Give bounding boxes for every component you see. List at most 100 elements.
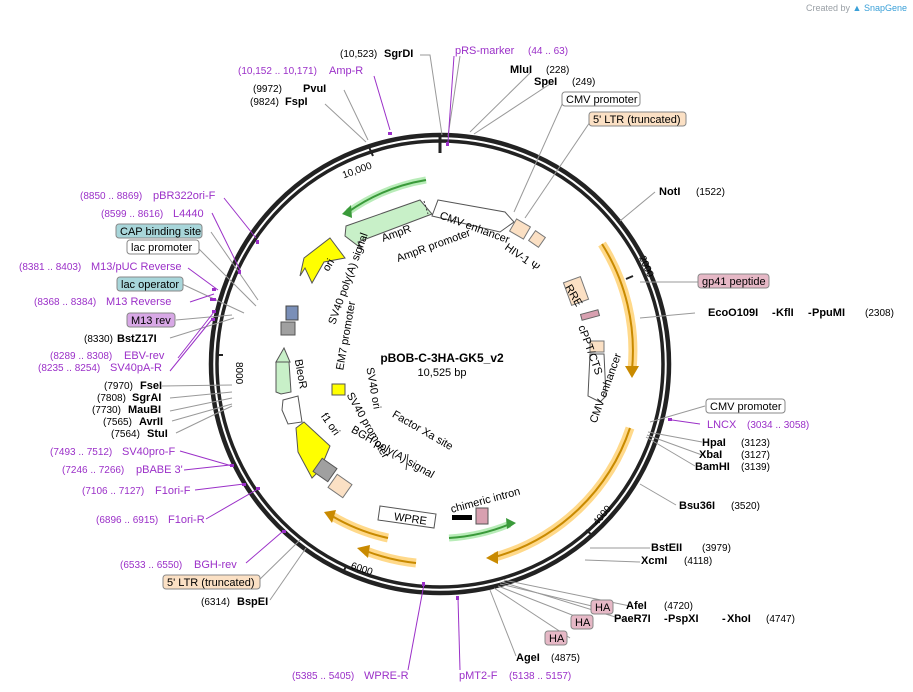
primer-pos-pbabe3: (7246 .. 7266) — [62, 465, 124, 476]
primer-pos-m13-reverse: (8368 .. 8384) — [34, 297, 96, 308]
gray-box-1 — [280, 321, 296, 336]
site-pos-avrii: (7565) — [103, 417, 132, 428]
site-name-pvui: PvuI — [303, 83, 326, 95]
label-ori: ori — [321, 257, 338, 274]
site-name-hpai: HpaI — [702, 437, 726, 449]
boxed-labels: CMV promoter 5' LTR (truncated) gp41 pep… — [115, 91, 786, 646]
box-cmv-promoter-top — [561, 91, 641, 107]
snapgene-logo: ▲ — [852, 3, 862, 13]
primer-marks — [210, 132, 672, 600]
primer-pos-f1ori-f: (7106 .. 7127) — [82, 486, 144, 497]
ring-feature-arrows — [324, 176, 639, 568]
ltr-box — [508, 218, 532, 240]
primer-name-prs-marker: pRS-marker — [455, 45, 515, 57]
gray-box-2 — [312, 457, 338, 483]
label-wpre: WPRE — [393, 511, 427, 527]
primer-pos-amp-r: (10,152 .. 10,171) — [238, 66, 317, 77]
box-label-cap-binding: CAP binding site — [120, 226, 201, 238]
site-pos-fsei: (7970) — [104, 381, 133, 392]
box-label-gp41: gp41 peptide — [702, 276, 766, 288]
site-pos-afei: (4720) — [664, 601, 693, 612]
svg-text:-: - — [772, 307, 776, 319]
site-name-bsteii: BstEII — [651, 542, 682, 554]
bleor-arrow — [275, 361, 292, 395]
site-pos-ppumi: (2308) — [865, 308, 894, 319]
site-pos-bspei: (6314) — [201, 597, 230, 608]
ampr-arrow — [344, 199, 433, 250]
tick-10000 — [368, 146, 374, 157]
box-5ltr-bottom — [162, 574, 261, 590]
site-name-maubi: MauBI — [128, 404, 161, 416]
site-name-pspxi: PspXI — [668, 613, 699, 625]
tick-2000 — [625, 275, 634, 280]
enzyme-labels: (10,523) SgrDI MluI (228) SpeI (249) (99… — [84, 48, 894, 664]
primer-name-sv40pa-r: SV40pA-R — [110, 362, 162, 374]
sv40-promoter-arrow — [281, 395, 303, 425]
tick-label-8000: 8000 — [233, 362, 244, 385]
site-name-xcmi: XcmI — [641, 555, 667, 567]
site-name-sgrdi: SgrDI — [384, 48, 413, 60]
site-pos-maubi: (7730) — [92, 405, 121, 416]
box-label-lac-promoter: lac promoter — [131, 242, 192, 254]
box-lac-operator — [116, 276, 184, 292]
site-pos-bstz17i: (8330) — [84, 334, 113, 345]
rre-box — [562, 276, 590, 306]
inner-features — [275, 199, 607, 529]
box-ha-3 — [544, 630, 568, 646]
primer-pos-pbr322ori-f: (8850 .. 8869) — [80, 191, 142, 202]
label-factor-xa: Factor Xa site — [390, 409, 455, 453]
site-name-bspei: BspEI — [237, 596, 268, 608]
site-pos-xbai: (3127) — [741, 450, 770, 461]
site-pos-bsu36i: (3520) — [731, 501, 760, 512]
site-pos-xcmi: (4118) — [684, 556, 712, 567]
site-name-ecoo109i: EcoO109I — [708, 307, 758, 319]
plasmid-name: pBOB-C-3HA-GK5_v2 — [380, 351, 504, 365]
credit-prefix: Created by — [805, 3, 850, 13]
lac-box — [285, 305, 299, 321]
ori-arrow — [299, 237, 346, 285]
site-name-avrii: AvrII — [139, 416, 163, 428]
site-name-ppumi: PpuMI — [812, 307, 845, 319]
primer-name-l4440: L4440 — [173, 208, 204, 220]
ltr-box-2 — [327, 473, 353, 499]
primer-pos-m13puc: (8381 .. 8403) — [19, 262, 81, 273]
label-bleor: BleoR — [292, 358, 309, 390]
site-pos-fspi: (9824) — [250, 97, 279, 108]
factor-xa-tick — [405, 453, 409, 471]
plasmid-length: 10,525 bp — [418, 367, 467, 379]
site-name-agei: AgeI — [516, 652, 540, 664]
primer-name-amp-r: Amp-R — [329, 65, 363, 77]
site-pos-agei: (4875) — [551, 653, 580, 664]
primer-name-lncx: LNCX — [707, 419, 737, 431]
site-pos-noti: (1522) — [696, 187, 725, 198]
primer-pos-pmt2-f: (5138 .. 5157) — [509, 671, 571, 682]
site-pos-spei: (249) — [572, 77, 595, 88]
site-name-xbai: XbaI — [699, 449, 722, 461]
primer-name-ebv-rev: EBV-rev — [124, 350, 165, 362]
svg-text:-: - — [722, 613, 726, 625]
box-label-m13-rev: M13 rev — [131, 315, 171, 327]
box-label-5ltr-bottom: 5' LTR (truncated) — [167, 577, 254, 589]
svg-text:-: - — [808, 307, 812, 319]
box-cmv-promoter-right — [705, 398, 786, 414]
site-pos-xhoi: (4747) — [766, 614, 795, 625]
primer-name-f1ori-f: F1ori-F — [155, 485, 191, 497]
site-pos-pvui: (9972) — [253, 84, 282, 95]
sv40-ori-box — [331, 383, 346, 396]
site-name-xhoi: XhoI — [727, 613, 751, 625]
primer-name-m13puc: M13/pUC Reverse — [91, 261, 181, 273]
site-name-kfli: KflI — [776, 307, 794, 319]
primer-pos-prs-marker: (44 .. 63) — [528, 46, 568, 57]
credit-brand: SnapGene — [863, 3, 907, 13]
primer-name-m13-reverse: M13 Reverse — [106, 296, 171, 308]
primer-pos-lncx: (3034 .. 3058) — [747, 420, 809, 431]
primer-name-f1ori-r: F1ori-R — [168, 514, 205, 526]
box-m13-rev — [126, 312, 176, 328]
label-f1-ori: f1 ori — [318, 411, 342, 438]
wpre-arrow — [377, 505, 437, 529]
cppt-box — [589, 340, 605, 353]
site-separators: - - - - — [664, 307, 812, 625]
box-5ltr-top — [588, 111, 687, 127]
primer-leader-lines — [169, 55, 701, 671]
